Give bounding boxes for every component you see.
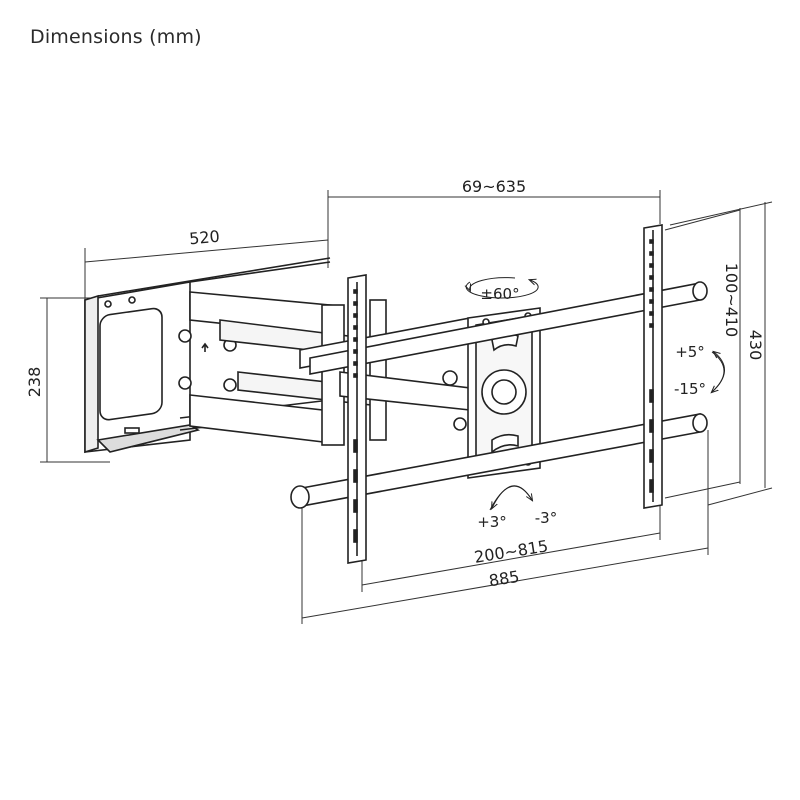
horizontal-rails — [290, 281, 708, 509]
tilt-down-label: -15° — [674, 380, 706, 398]
vertical-bracket-right — [643, 224, 663, 509]
swivel-label: ±60° — [480, 285, 519, 303]
page-title: Dimensions (mm) — [30, 26, 202, 48]
level-minus-label: -3° — [535, 509, 557, 527]
wall-plate — [84, 257, 331, 454]
dim-430-label: 430 — [746, 330, 765, 361]
level-plus-label: +3° — [477, 513, 507, 531]
vertical-bracket-left — [347, 274, 367, 564]
dim-520-label: 520 — [188, 227, 220, 249]
rotation-arrows — [466, 277, 725, 511]
dimension-lines — [40, 190, 773, 624]
dim-885-label: 885 — [488, 567, 521, 591]
dim-238-label: 238 — [25, 367, 44, 398]
dim-200-815-label: 200~815 — [473, 536, 550, 566]
dim-100-410-label: 100~410 — [722, 263, 741, 337]
tilt-up-label: +5° — [675, 343, 705, 361]
dim-69-635-label: 69~635 — [462, 177, 526, 196]
